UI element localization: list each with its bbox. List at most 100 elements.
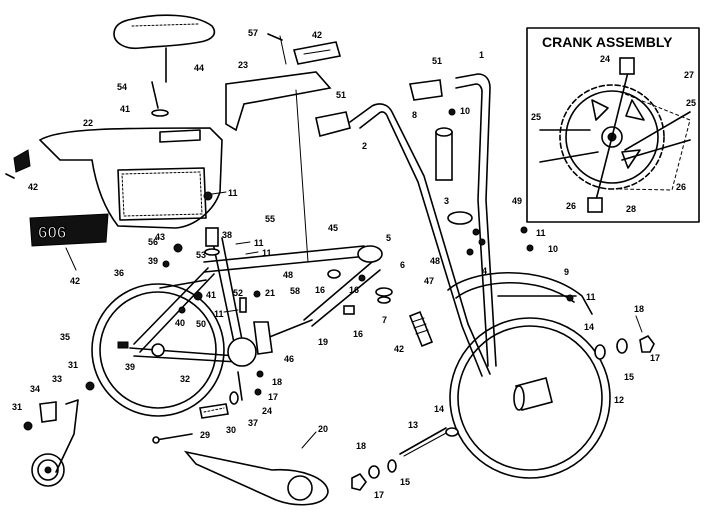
tank-decal-border (121, 171, 203, 217)
callout-37: 37 (248, 418, 258, 428)
seat-clamp (205, 227, 219, 247)
tank-panel: 22 42 (5, 118, 223, 229)
inset-title: CRANK ASSEMBLY (542, 34, 673, 50)
frame-brace (159, 279, 207, 289)
crank-arm-upper (611, 71, 629, 138)
callout-34: 34 (30, 384, 40, 394)
grip-ribs (411, 317, 429, 335)
callout-30: 30 (226, 425, 236, 435)
callout-55: 55 (265, 214, 275, 224)
stem (435, 131, 453, 181)
chainring-cutout (621, 149, 641, 169)
callout-31: 31 (12, 402, 22, 412)
handlebar-clamp (447, 211, 473, 225)
frame (129, 237, 383, 367)
callout-26: 26 (676, 182, 686, 192)
callout-53: 53 (196, 250, 206, 260)
chainring (565, 90, 659, 184)
axle-washer (368, 465, 380, 479)
leader (245, 251, 259, 255)
seat-bolt (151, 81, 159, 109)
chain (619, 91, 691, 191)
number-plate: 606 42 (29, 213, 109, 286)
callout-46: 46 (284, 354, 294, 364)
axle-nut (639, 334, 655, 353)
training-wheel: 31 33 34 31 (12, 360, 95, 487)
callout-11: 11 (228, 188, 238, 198)
left-grip (315, 111, 351, 137)
callout-28: 28 (626, 204, 636, 214)
nut (173, 243, 183, 253)
callout-9: 9 (564, 267, 569, 277)
callout-23: 23 (238, 60, 248, 70)
callout-36: 36 (114, 268, 124, 278)
callout-19: 19 (318, 337, 328, 347)
callout-27: 27 (684, 70, 694, 80)
right-grip (409, 79, 443, 101)
callout-22: 22 (83, 118, 93, 128)
seat-tube-inner (221, 237, 245, 351)
callout-42: 42 (394, 344, 404, 354)
callout-51: 51 (336, 90, 346, 100)
callout-50: 50 (196, 319, 206, 329)
rear-wheel: 35 36 32 39 (60, 268, 225, 417)
nut (253, 290, 261, 298)
pedal-bolt (155, 433, 193, 441)
headset-cup (375, 287, 393, 297)
nut (85, 381, 95, 391)
callout-17: 17 (268, 392, 278, 402)
callout-51: 51 (432, 56, 442, 66)
carrier-plate-slot (303, 49, 331, 55)
handlebar-right (455, 73, 497, 367)
callout-18: 18 (356, 441, 366, 451)
number-plate-body (29, 213, 109, 247)
callout-11: 11 (254, 238, 264, 248)
callout-25: 25 (686, 98, 696, 108)
callout-24: 24 (262, 406, 272, 416)
nut (162, 260, 170, 268)
bracket (239, 297, 247, 313)
leader (301, 431, 317, 449)
callout-35: 35 (60, 332, 70, 342)
rear-rim (99, 291, 217, 409)
nut (178, 306, 186, 314)
front-fender-inner (455, 281, 575, 303)
carrier-plate (292, 41, 342, 65)
callout-48: 48 (283, 270, 293, 280)
top-tube-lower (203, 255, 369, 273)
callout-1: 1 (479, 50, 484, 60)
axle-washer (616, 338, 628, 354)
seat-tube (211, 237, 237, 353)
training-wheel-hub (44, 466, 52, 474)
nut (23, 421, 33, 431)
callout-10: 10 (548, 244, 558, 254)
leader (235, 241, 251, 245)
pedal-bolt-head (152, 436, 160, 444)
screw (267, 33, 283, 41)
seat-stay (133, 267, 209, 345)
loose-grip (408, 310, 434, 348)
callout-42: 42 (312, 30, 322, 40)
tank-decal-area (117, 167, 207, 221)
number-plate-text: 606 (38, 223, 66, 242)
top-tube (203, 245, 365, 263)
pedal-stub-upper (619, 57, 635, 75)
callout-3: 3 (444, 196, 449, 206)
callout-10: 10 (460, 106, 470, 116)
bottom-bracket (227, 337, 257, 367)
front-rim (457, 325, 603, 471)
callout-2: 2 (362, 141, 367, 151)
nut (193, 291, 203, 301)
axle-washer (387, 459, 397, 473)
chain-stay-lower (133, 355, 239, 363)
callout-40: 40 (175, 318, 185, 328)
callout-52: 52 (233, 288, 243, 298)
frame-fitting (327, 269, 341, 279)
chain-guard-bulge (287, 475, 313, 501)
front-axle (399, 427, 447, 455)
handlebar-left (349, 103, 491, 375)
callout-42: 42 (28, 182, 38, 192)
callout-45: 45 (328, 223, 338, 233)
leader (279, 35, 287, 65)
chain-stay (129, 347, 237, 357)
